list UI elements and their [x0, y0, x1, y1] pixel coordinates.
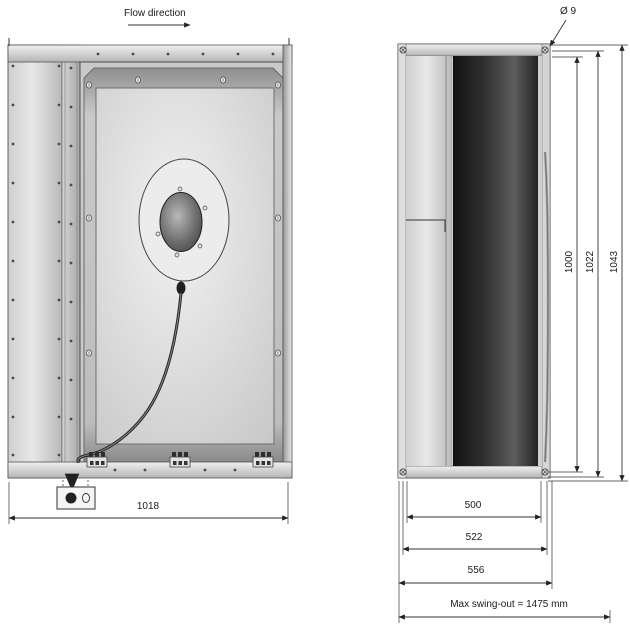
cable-gland-icon [65, 492, 77, 504]
max-swing-out-label: Max swing-out = 1475 mm [450, 599, 568, 610]
dimension-side-overall-height [548, 44, 628, 482]
side-bottom-rail [397, 465, 551, 479]
flow-direction-label: Flow direction [124, 8, 186, 19]
hole-diameter-leader [549, 19, 567, 47]
side-door-panel [406, 56, 452, 466]
side-casing-width-dimension-label: 522 [465, 532, 483, 543]
panel-step-line [406, 219, 446, 232]
dimension-side-casing-width [402, 481, 548, 555]
dimension-max-swing-out [398, 610, 611, 623]
top-rail [7, 44, 293, 63]
dome-screws [155, 186, 208, 258]
gland-hole-icon [82, 493, 90, 503]
side-inner-width-dimension-label: 500 [464, 500, 482, 511]
dimension-front-width [8, 482, 289, 524]
front-view [7, 38, 293, 510]
side-overall-height-dimension-label: 1043 [609, 250, 620, 274]
hole-diameter-label: Ø 9 [560, 6, 577, 17]
dimension-side-inner-width [406, 481, 542, 523]
front-width-dimension-label: 1018 [136, 501, 160, 512]
dimension-lines [8, 19, 628, 623]
dimension-side-casing-height [548, 50, 604, 478]
side-view [397, 43, 551, 479]
side-depth-dimension-label: 556 [467, 565, 485, 576]
side-casing-height-dimension-label: 1022 [585, 250, 596, 274]
motor-dome [159, 192, 203, 252]
side-inner-height-dimension-label: 1000 [564, 250, 575, 274]
power-cable [76, 281, 186, 463]
side-panel [7, 44, 63, 479]
right-edge-strip [282, 44, 293, 479]
cable-connector [176, 281, 186, 295]
side-top-rail [397, 43, 551, 57]
fan-drum [453, 56, 538, 466]
bottom-rail [7, 461, 293, 479]
fan-hub [138, 158, 230, 282]
dimension-side-inner-height [548, 56, 583, 473]
cable-gland-box [56, 473, 96, 510]
dimension-side-depth [398, 481, 553, 623]
